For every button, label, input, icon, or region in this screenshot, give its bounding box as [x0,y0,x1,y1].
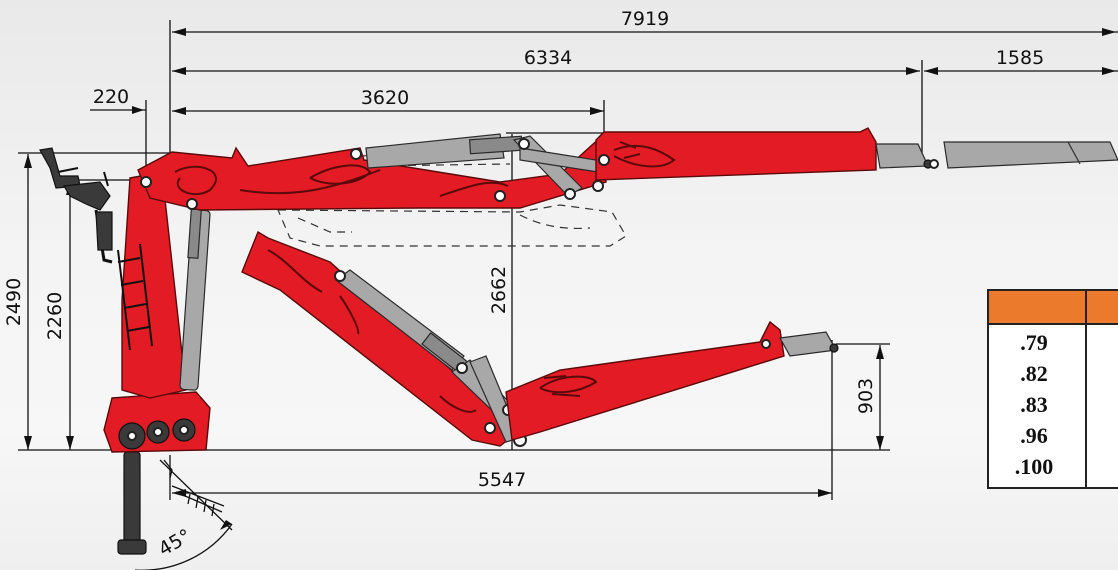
dim-total-reach: 7919 [621,8,669,30]
dim-folded-height: 2662 [488,266,510,314]
model-table-divider [1085,291,1087,487]
model-row: .82 [1020,361,1048,386]
dim-total-height: 2490 [3,278,25,326]
model-row: .100 [1014,454,1054,479]
dim-angle: 45° [155,525,195,561]
dim-pillar-height: 2260 [44,292,66,340]
model-row: .96 [1020,423,1048,448]
model-table: .79 .82 .83 .96 .100 [987,289,1118,489]
dim-extension: 1585 [996,47,1044,69]
dimension-lines [18,20,1118,570]
outer-boom-folded [505,320,839,441]
inner-boom-folded [241,230,527,447]
rotator-bracket [163,459,225,517]
model-row: .83 [1020,392,1048,417]
dim-low-height: 903 [855,378,877,414]
outer-boom-extended [595,127,1118,181]
model-list: .79 .82 .83 .96 .100 [989,327,1085,482]
dim-folded-reach: 5547 [478,469,526,491]
dim-offset: 220 [93,86,129,108]
dim-inner-boom: 3620 [361,87,409,109]
model-table-header [989,291,1118,325]
model-row: .79 [1020,330,1048,355]
crane-pillar [39,147,211,555]
inner-boom-extended [137,133,607,211]
dim-main-reach: 6334 [524,47,572,69]
